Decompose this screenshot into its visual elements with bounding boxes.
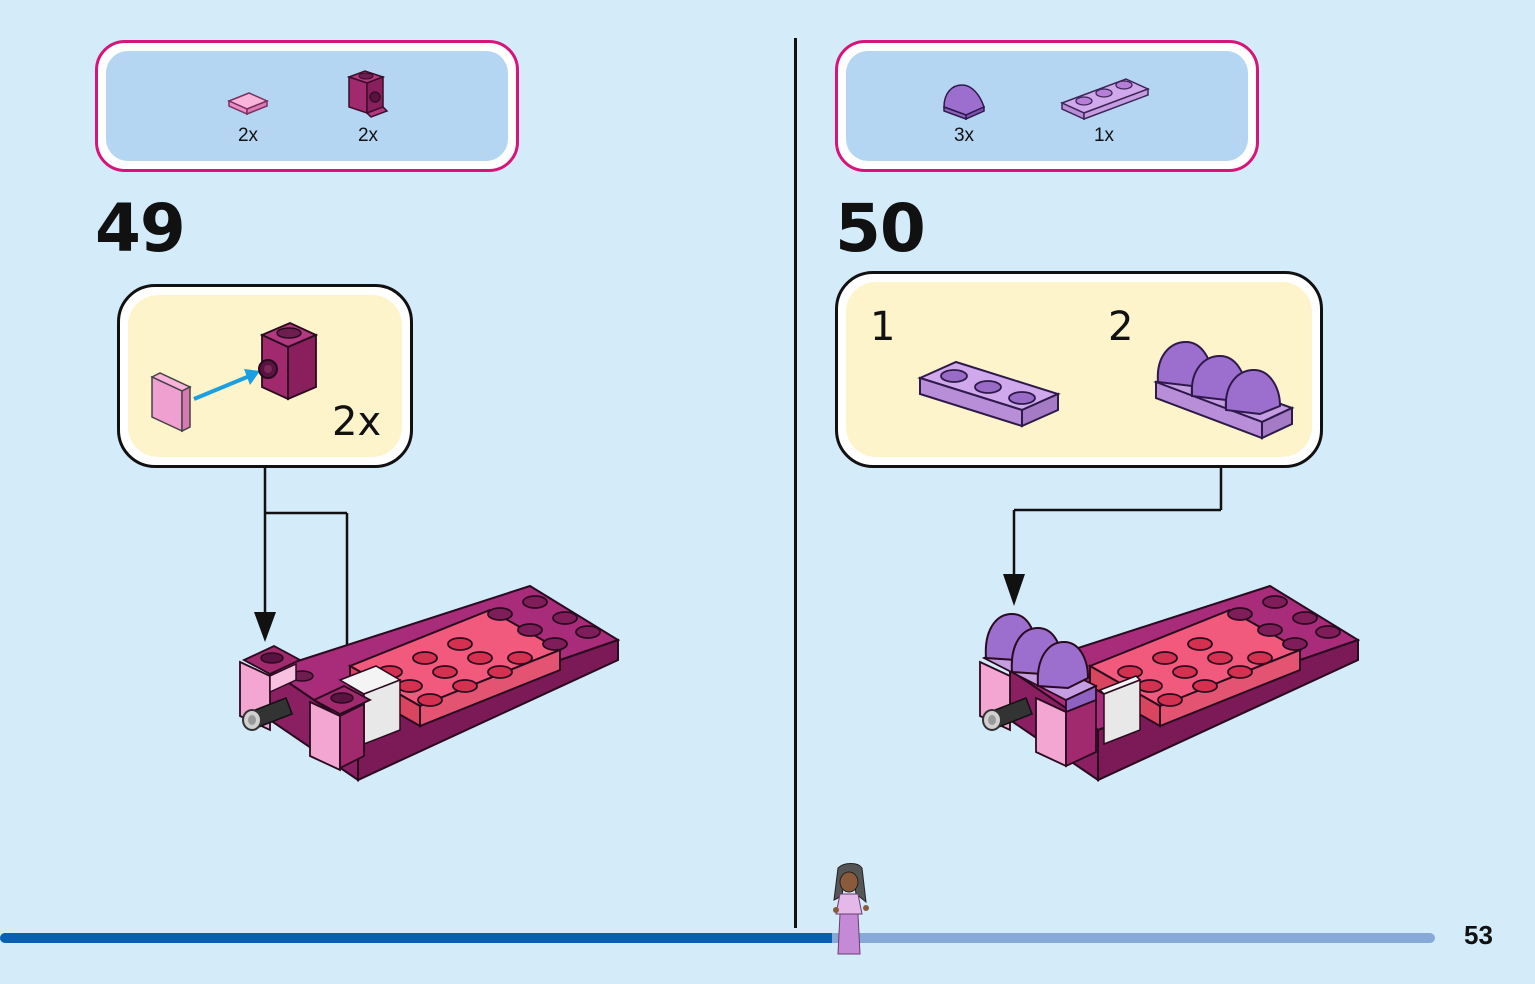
substep-label-2: 2 bbox=[1108, 304, 1134, 350]
pink-tile-icon bbox=[227, 92, 269, 116]
step-50-subassembly-callout: 1 2 bbox=[835, 271, 1323, 468]
step-50-connector-arrow bbox=[1003, 468, 1223, 606]
build-progress-fill bbox=[0, 933, 833, 943]
minifigure-progress-marker-icon bbox=[833, 863, 869, 955]
substep-2-slopes-illustration bbox=[1153, 340, 1295, 440]
substep-1-plate-illustration bbox=[917, 360, 1061, 428]
part-magenta-bracket: 2x bbox=[328, 67, 408, 147]
step-number: 50 bbox=[835, 190, 926, 267]
lavender-curved-slope-icon bbox=[943, 84, 985, 121]
step-49-main-model bbox=[239, 584, 621, 782]
step-number: 49 bbox=[95, 190, 186, 267]
lavender-plate-1x3-icon bbox=[1060, 78, 1150, 121]
build-progress-bar bbox=[0, 933, 1435, 943]
page-number: 53 bbox=[1464, 920, 1493, 950]
part-lavender-plate: 1x bbox=[1054, 71, 1154, 147]
magenta-bracket-brick-icon bbox=[346, 70, 389, 118]
part-qty: 3x bbox=[953, 125, 975, 146]
part-qty: 2x bbox=[237, 125, 259, 146]
part-qty: 1x bbox=[1093, 125, 1115, 146]
subassembly-multiplier: 2x bbox=[332, 399, 382, 445]
subassembly-illustration bbox=[150, 322, 319, 433]
subassembly-panel: 2x bbox=[128, 295, 402, 457]
part-lavender-curved-slope: 3x bbox=[924, 79, 1004, 147]
step-49-parts-callout: 2x 2x bbox=[95, 40, 519, 172]
step-50-parts-callout: 3x 1x bbox=[835, 40, 1259, 172]
parts-list-panel: 3x 1x bbox=[846, 51, 1248, 161]
step-49-subassembly-callout: 2x bbox=[117, 284, 413, 468]
blue-arrow-icon bbox=[193, 373, 253, 401]
subassembly-panel: 1 2 bbox=[846, 282, 1312, 457]
part-pink-tile: 2x bbox=[208, 83, 288, 147]
page-divider bbox=[794, 38, 797, 928]
grey-lever-icon bbox=[242, 697, 293, 731]
part-qty: 2x bbox=[357, 125, 379, 146]
step-50-main-model bbox=[979, 584, 1361, 782]
parts-list-panel: 2x 2x bbox=[106, 51, 508, 161]
substep-label-1: 1 bbox=[870, 304, 896, 350]
grey-lever-icon bbox=[982, 697, 1033, 731]
